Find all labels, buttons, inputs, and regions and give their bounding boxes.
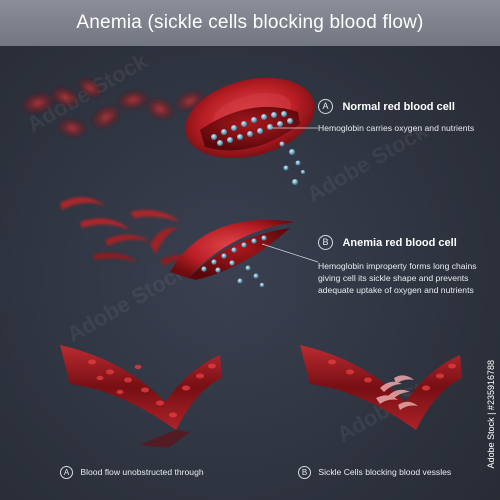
badge-b: B <box>318 235 333 251</box>
caption-text-b: Sickle Cells blocking blood vessles <box>318 466 452 477</box>
page-title: Anemia (sickle cells blocking blood flow… <box>76 12 424 33</box>
normal-red-blood-cell <box>185 77 315 159</box>
caption-text-a: Blood flow unobstructed through <box>80 466 204 477</box>
sickle-clump <box>376 375 418 410</box>
label-anemia-cell-title: Anemia red blood cell <box>342 236 457 249</box>
desc-line-1: Hemoglobin improperty forms long chains <box>318 261 477 271</box>
pointer-line-b <box>261 243 319 263</box>
sickle-red-blood-cell <box>170 220 295 280</box>
badge-a: A <box>318 99 333 115</box>
background-sickle-cells <box>60 197 200 266</box>
stock-id: Adobe Stock | #235916788 <box>486 360 496 469</box>
background-normal-cells <box>22 78 205 138</box>
blood-vessel-blocked <box>300 345 462 430</box>
label-anemia-cell-desc: Hemoglobin improperty forms long chains … <box>318 260 477 296</box>
caption-vessel-a: A Blood flow unobstructed through <box>60 466 204 479</box>
blood-vessel-unobstructed <box>60 345 222 448</box>
label-normal-cell-title: Normal red blood cell <box>342 100 455 113</box>
title-bar: Anemia (sickle cells blocking blood flow… <box>0 0 500 46</box>
desc-line-2: giving cell its sickle shape and prevent… <box>318 273 469 283</box>
caption-badge-b: B <box>298 466 311 479</box>
oxygen-particles-b <box>237 265 265 288</box>
oxygen-particles-a <box>279 141 305 185</box>
label-normal-cell-desc: Hemoglobin carries oxygen and nutrients <box>318 123 475 133</box>
caption-badge-a: A <box>60 466 73 479</box>
label-anemia-cell: B Anemia red blood cell Hemoglobin impro… <box>318 234 477 296</box>
caption-vessel-b: B Sickle Cells blocking blood vessles <box>298 466 451 479</box>
label-normal-cell: A Normal red blood cell Hemoglobin carri… <box>318 98 474 134</box>
desc-line-3: adequate uptake of oxygen and nutrients <box>318 285 474 295</box>
